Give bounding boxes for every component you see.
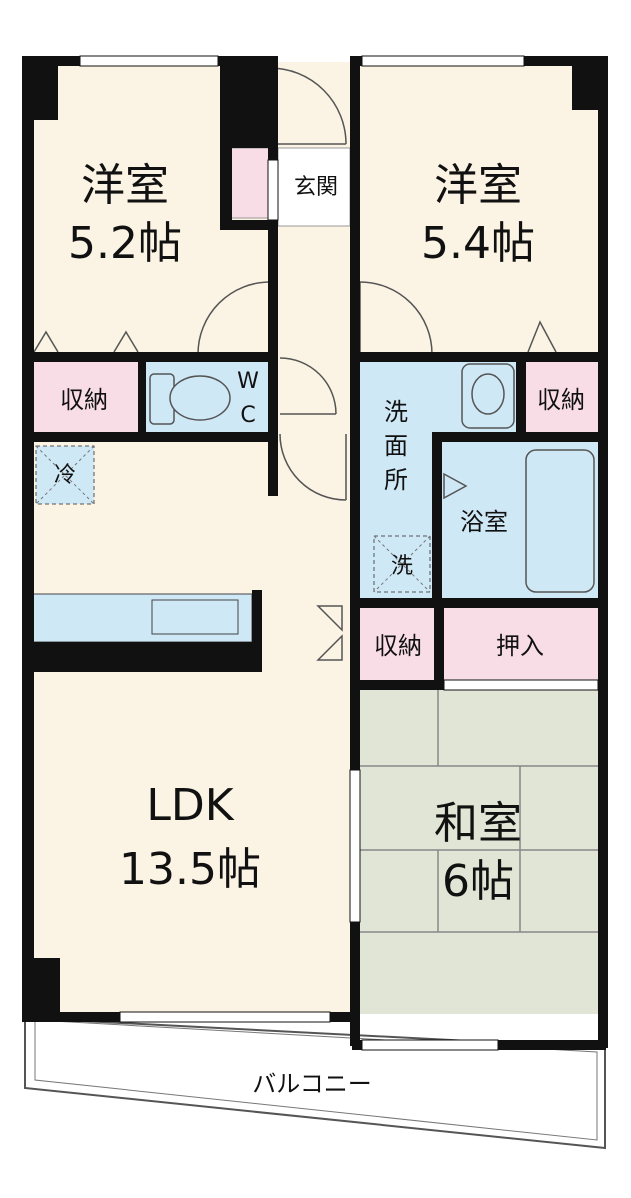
wash-basin <box>461 363 515 429</box>
ldk-floor <box>30 438 352 1016</box>
toilet-label-w: W <box>237 369 259 394</box>
storage-1-label: 収納 <box>60 386 108 414</box>
fridge-label: 冷 <box>54 463 76 488</box>
western-room-2-size: 5.4帖 <box>421 218 535 269</box>
western-room-2-name: 洋室 <box>434 160 522 211</box>
ldk-size: 13.5帖 <box>119 844 261 895</box>
toilet-label-c: C <box>240 403 255 428</box>
closet-label: 押入 <box>496 632 544 660</box>
bathtub <box>525 449 595 593</box>
storage-3-floor <box>360 606 436 684</box>
hallway-floor <box>270 62 358 442</box>
fridge-space <box>35 445 95 505</box>
storage-2-label: 収納 <box>537 386 585 414</box>
japanese-room-size: 6帖 <box>442 856 514 907</box>
washroom-label-2: 面 <box>384 432 408 460</box>
western-room-1-name: 洋室 <box>81 160 169 211</box>
japanese-room-floor <box>360 688 600 1014</box>
storage-1-floor <box>30 360 138 434</box>
closet-doors <box>33 320 557 353</box>
windows <box>79 55 599 1051</box>
washer-label: 洗 <box>391 554 413 579</box>
balcony-label: バルコニー <box>252 1070 372 1098</box>
storage-3-label: 収納 <box>374 632 422 660</box>
bathroom-label: 浴室 <box>460 508 508 536</box>
toilet-bowl <box>149 373 231 425</box>
storage-2-floor <box>524 360 598 434</box>
kitchen-sink <box>151 599 239 635</box>
shoe-closet <box>229 147 273 219</box>
ldk-name: LDK <box>146 780 234 831</box>
western-room-2-floor <box>360 62 600 354</box>
entrance-label: 玄関 <box>294 175 338 200</box>
closet-floor <box>442 606 598 684</box>
tatami-mats <box>360 688 600 933</box>
washroom-label-3: 所 <box>384 466 408 494</box>
washroom-label-1: 洗 <box>384 398 408 426</box>
japanese-room-name: 和室 <box>434 798 522 849</box>
washer-space <box>373 535 431 593</box>
western-room-1-size: 5.2帖 <box>68 218 182 269</box>
